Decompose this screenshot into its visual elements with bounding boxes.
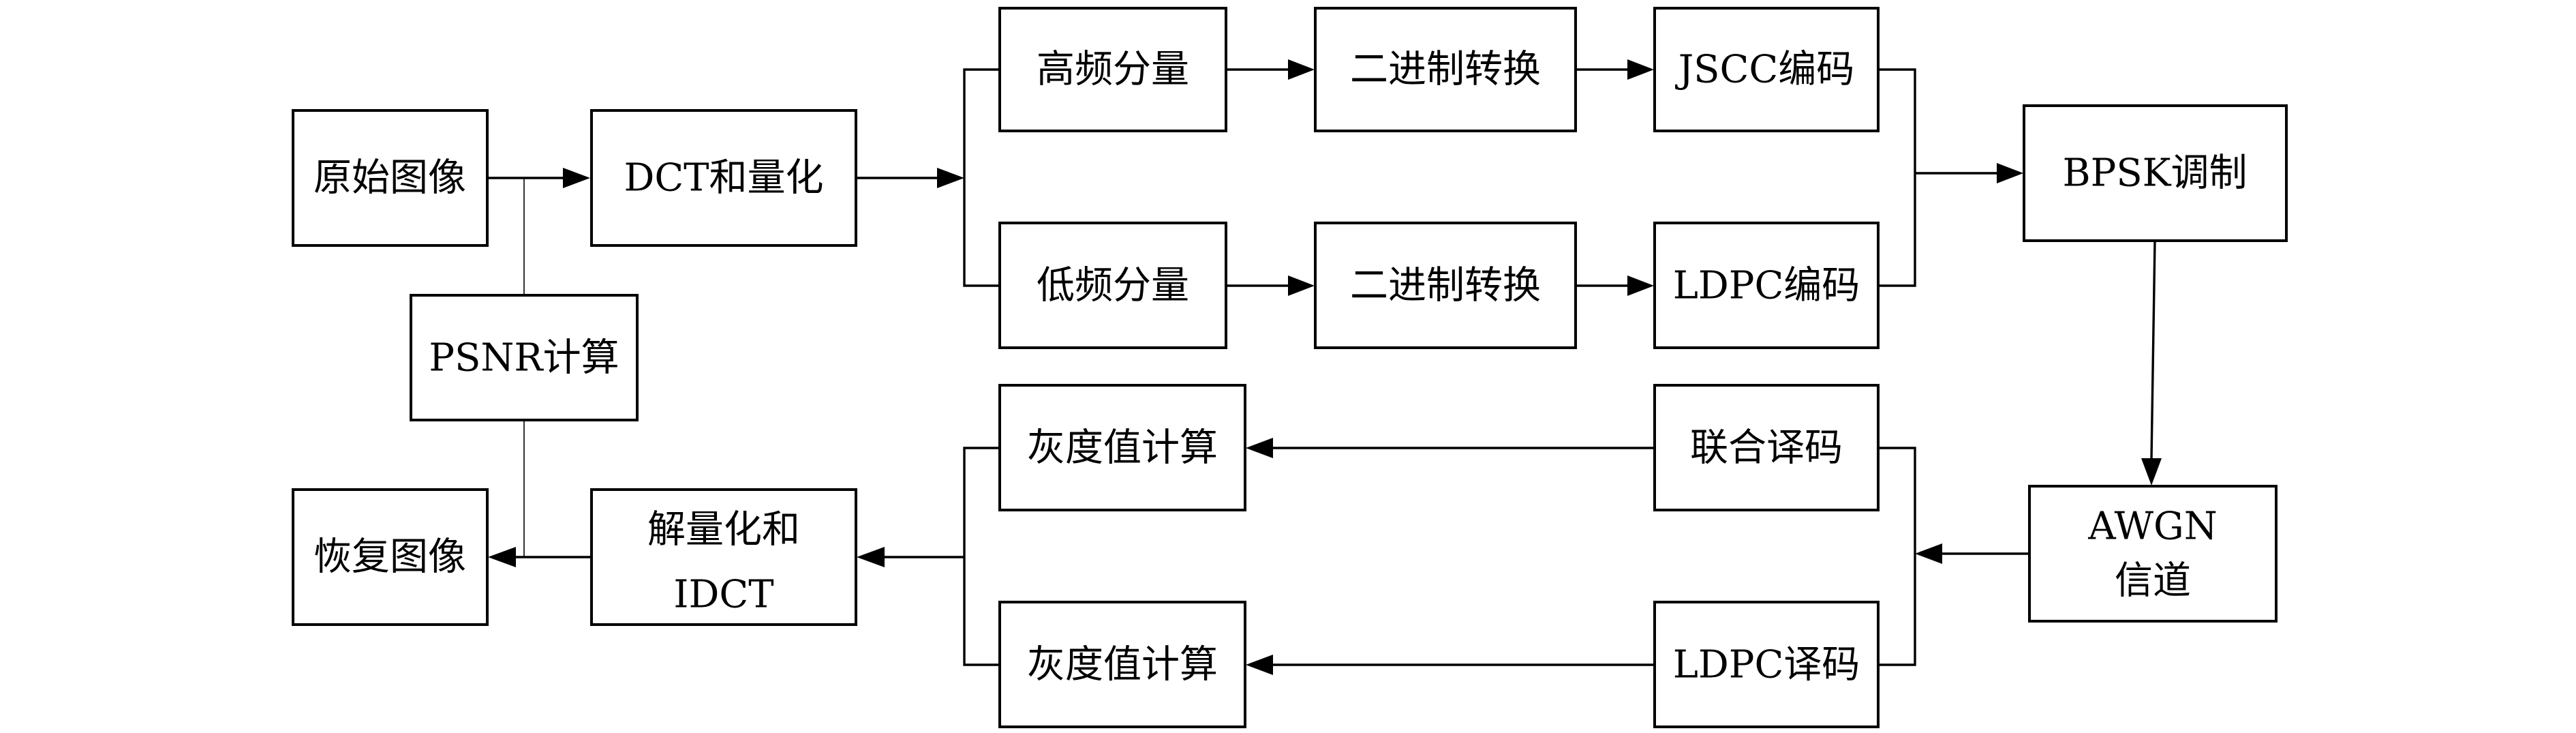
node-jscc-encode: JSCC编码 — [1653, 7, 1880, 132]
node-dequant-line2: IDCT — [673, 573, 773, 617]
node-restored-image-label: 恢复图像 — [313, 535, 466, 580]
arrow-dct-to-split — [856, 168, 964, 188]
node-bpsk-mod: BPSK调制 — [2023, 104, 2288, 242]
arrow-low-to-binconv — [1226, 275, 1315, 296]
node-dequant-idct: 解量化和 IDCT — [590, 488, 857, 626]
node-dct-quant-label: DCT和量化 — [624, 156, 823, 200]
node-ldpc-decode: LDPC译码 — [1653, 601, 1880, 728]
arrow-binconv-to-ldpc — [1576, 275, 1654, 296]
decoder-bracket — [1878, 447, 1916, 666]
node-awgn-channel: AWGN 信道 — [2028, 485, 2278, 623]
arrow-high-to-binconv — [1226, 59, 1315, 80]
connectors — [487, 59, 2162, 675]
arrow-gray-to-dequant — [857, 547, 964, 567]
arrow-original-to-dct — [487, 168, 590, 188]
node-bin-conv-high: 二进制转换 — [1314, 7, 1577, 132]
arrow-ldpcdec-to-gray — [1246, 655, 1655, 675]
node-bpsk-mod-label: BPSK调制 — [2062, 151, 2247, 196]
arrow-bpsk-to-awgn — [2141, 240, 2162, 485]
merge-bracket — [1878, 68, 1916, 287]
node-dct-quant: DCT和量化 — [590, 109, 857, 247]
node-restored-image: 恢复图像 — [292, 488, 489, 626]
node-low-freq: 低频分量 — [998, 222, 1227, 349]
node-jscc-encode-label: JSCC编码 — [1675, 48, 1855, 92]
node-gray-calc-top: 灰度值计算 — [998, 384, 1246, 511]
node-bin-conv-low-label: 二进制转换 — [1350, 264, 1541, 308]
node-gray-calc-bottom-label: 灰度值计算 — [1027, 643, 1218, 687]
node-ldpc-decode-label: LDPC译码 — [1673, 643, 1860, 687]
gray-merge-bracket — [963, 447, 1000, 666]
node-original-image: 原始图像 — [292, 109, 489, 247]
node-low-freq-label: 低频分量 — [1037, 264, 1189, 308]
arrow-joint-to-gray — [1246, 438, 1655, 458]
node-joint-decode-label: 联合译码 — [1690, 426, 1843, 470]
arrow-awgn-to-decoders — [1915, 543, 2029, 564]
arrow-dequant-to-restored — [488, 547, 592, 567]
node-ldpc-encode: LDPC编码 — [1653, 222, 1880, 349]
node-gray-calc-top-label: 灰度值计算 — [1027, 426, 1218, 470]
node-bin-conv-high-label: 二进制转换 — [1350, 48, 1541, 92]
node-awgn-line2: 信道 — [2115, 559, 2191, 603]
split-bracket — [963, 68, 1000, 287]
arrow-merge-to-bpsk — [1915, 163, 2023, 183]
node-ldpc-encode-label: LDPC编码 — [1673, 264, 1860, 308]
node-psnr-calc: PSNR计算 — [410, 294, 639, 421]
node-psnr-calc-label: PSNR计算 — [429, 336, 619, 380]
node-high-freq-label: 高频分量 — [1037, 48, 1189, 92]
arrow-binconv-to-jscc — [1576, 59, 1654, 80]
node-awgn-line1: AWGN — [2087, 505, 2217, 549]
node-high-freq: 高频分量 — [998, 7, 1227, 132]
node-original-image-label: 原始图像 — [313, 156, 466, 200]
node-joint-decode: 联合译码 — [1653, 384, 1880, 511]
node-bin-conv-low: 二进制转换 — [1314, 222, 1577, 349]
node-gray-calc-bottom: 灰度值计算 — [998, 601, 1246, 728]
node-dequant-line1: 解量化和 — [647, 508, 800, 552]
